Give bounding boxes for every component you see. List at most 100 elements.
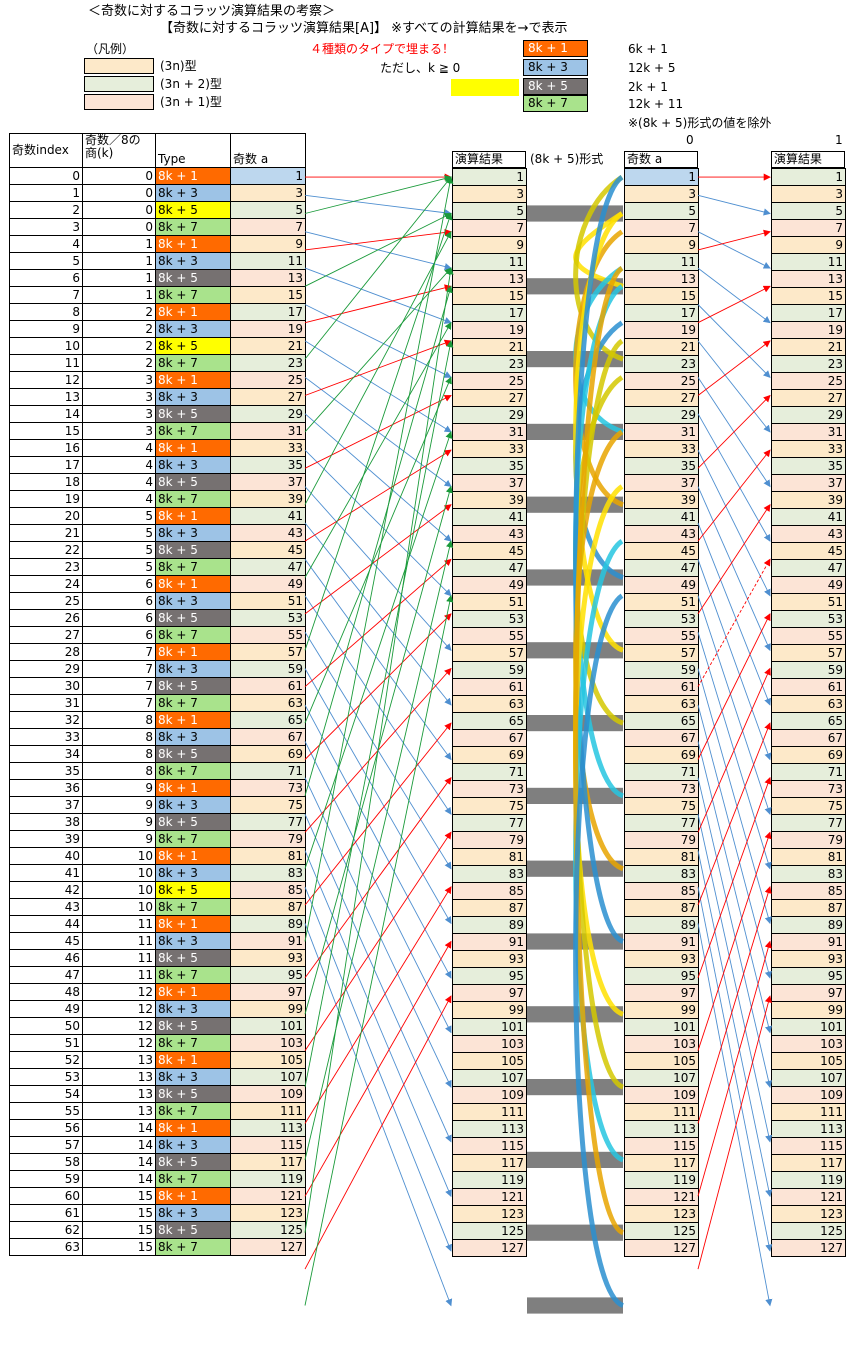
cell-result: 95 bbox=[771, 967, 846, 985]
mapping-arrow bbox=[304, 923, 453, 1307]
cell-result: 9 bbox=[771, 236, 846, 254]
table-row: 119 bbox=[624, 1171, 699, 1189]
cell-result: 19 bbox=[771, 321, 846, 339]
cell-result: 37 bbox=[452, 474, 527, 492]
cell-type: 8k + 5 bbox=[155, 677, 231, 695]
cell-odd: 39 bbox=[230, 490, 306, 508]
type-legend-formula: 12k + 11 bbox=[628, 97, 684, 111]
table-row: 47 bbox=[771, 559, 846, 577]
table-row: 109 bbox=[771, 1086, 846, 1104]
cell-result: 109 bbox=[771, 1086, 846, 1104]
mapping-arrow bbox=[697, 558, 771, 687]
cell-index: 2 bbox=[9, 201, 83, 219]
cell-result: 123 bbox=[771, 1205, 846, 1223]
cell-quotient: 15 bbox=[82, 1238, 156, 1256]
cell-odd: 21 bbox=[624, 338, 699, 356]
cell-result: 51 bbox=[771, 593, 846, 611]
mapping-arrow bbox=[304, 285, 453, 797]
header-result-right: 演算結果 bbox=[771, 151, 845, 168]
table-row: 27 bbox=[771, 389, 846, 407]
mapping-arrow bbox=[304, 631, 452, 870]
table-row: 71 bbox=[452, 763, 527, 781]
table-row: 15 bbox=[624, 287, 699, 305]
curve-arrow bbox=[573, 175, 625, 944]
table-row: 31 bbox=[771, 423, 846, 441]
mapping-arrow bbox=[304, 613, 452, 760]
cell-index: 26 bbox=[9, 609, 83, 627]
cell-result: 27 bbox=[771, 389, 846, 407]
curve-arrow bbox=[573, 229, 624, 508]
cell-index: 47 bbox=[9, 966, 83, 984]
table-row: 103 bbox=[452, 1035, 527, 1053]
cell-result: 87 bbox=[452, 899, 527, 917]
cell-result: 87 bbox=[771, 899, 846, 917]
table-row: 19 bbox=[624, 321, 699, 339]
cell-type: 8k + 7 bbox=[155, 490, 231, 508]
cell-quotient: 7 bbox=[82, 643, 156, 661]
cell-result: 115 bbox=[771, 1137, 846, 1155]
cell-index: 61 bbox=[9, 1204, 83, 1222]
table-row: 47 bbox=[452, 559, 527, 577]
table-row: 111 bbox=[771, 1103, 846, 1121]
table-row: 111 bbox=[452, 1103, 527, 1121]
table-row: 53 bbox=[771, 610, 846, 628]
form-bar bbox=[527, 715, 623, 732]
cell-odd: 19 bbox=[624, 321, 699, 339]
cell-quotient: 8 bbox=[82, 745, 156, 763]
table-row: 123 bbox=[771, 1205, 846, 1223]
cell-type: 8k + 3 bbox=[155, 660, 231, 678]
cell-type: 8k + 5 bbox=[155, 881, 231, 899]
cell-odd: 85 bbox=[624, 882, 699, 900]
cell-index: 42 bbox=[9, 881, 83, 899]
note-exclude: ※(8k + 5)形式の値を除外 bbox=[628, 116, 772, 130]
mapping-arrow bbox=[304, 486, 452, 651]
cell-odd: 71 bbox=[624, 763, 699, 781]
table-row: 29 bbox=[624, 406, 699, 424]
cell-result: 65 bbox=[452, 712, 527, 730]
mapping-arrow bbox=[697, 722, 772, 906]
table-row: 39 bbox=[452, 491, 527, 509]
table-row: 51 bbox=[452, 593, 527, 611]
cell-type: 8k + 5 bbox=[155, 201, 231, 219]
mapping-arrow bbox=[304, 594, 454, 1306]
cell-result: 31 bbox=[771, 423, 846, 441]
mapping-arrow bbox=[697, 229, 771, 251]
mapping-arrow bbox=[697, 559, 772, 761]
table-row: 95 bbox=[452, 967, 527, 985]
cell-index: 35 bbox=[9, 762, 83, 780]
cell-odd: 83 bbox=[230, 864, 306, 882]
table-row: 87 bbox=[452, 899, 527, 917]
table-row: 61 bbox=[624, 678, 699, 696]
cell-result: 61 bbox=[771, 678, 846, 696]
cell-odd: 29 bbox=[230, 405, 306, 423]
cell-odd: 11 bbox=[230, 252, 306, 270]
cell-type: 8k + 1 bbox=[155, 371, 231, 389]
cell-quotient: 6 bbox=[82, 626, 156, 644]
cell-result: 45 bbox=[452, 542, 527, 560]
cell-result: 55 bbox=[452, 627, 527, 645]
mapping-arrow bbox=[697, 340, 771, 396]
mapping-arrow bbox=[697, 449, 771, 542]
mapping-arrow bbox=[304, 831, 452, 1051]
cell-result: 71 bbox=[771, 763, 846, 781]
table-row: 17 bbox=[624, 304, 699, 322]
cell-type: 8k + 1 bbox=[155, 167, 231, 185]
table-row: 79 bbox=[624, 831, 699, 849]
cell-quotient: 5 bbox=[82, 507, 156, 525]
cell-result: 69 bbox=[771, 746, 846, 764]
table-row: 93 bbox=[624, 950, 699, 968]
cell-odd: 61 bbox=[230, 677, 306, 695]
table-row: 23 bbox=[452, 355, 527, 373]
cell-odd: 15 bbox=[624, 287, 699, 305]
cell-type: 8k + 7 bbox=[155, 218, 231, 236]
cell-odd: 125 bbox=[624, 1222, 699, 1240]
type-legend-formula: 6k + 1 bbox=[628, 42, 668, 56]
cell-odd: 33 bbox=[624, 440, 699, 458]
